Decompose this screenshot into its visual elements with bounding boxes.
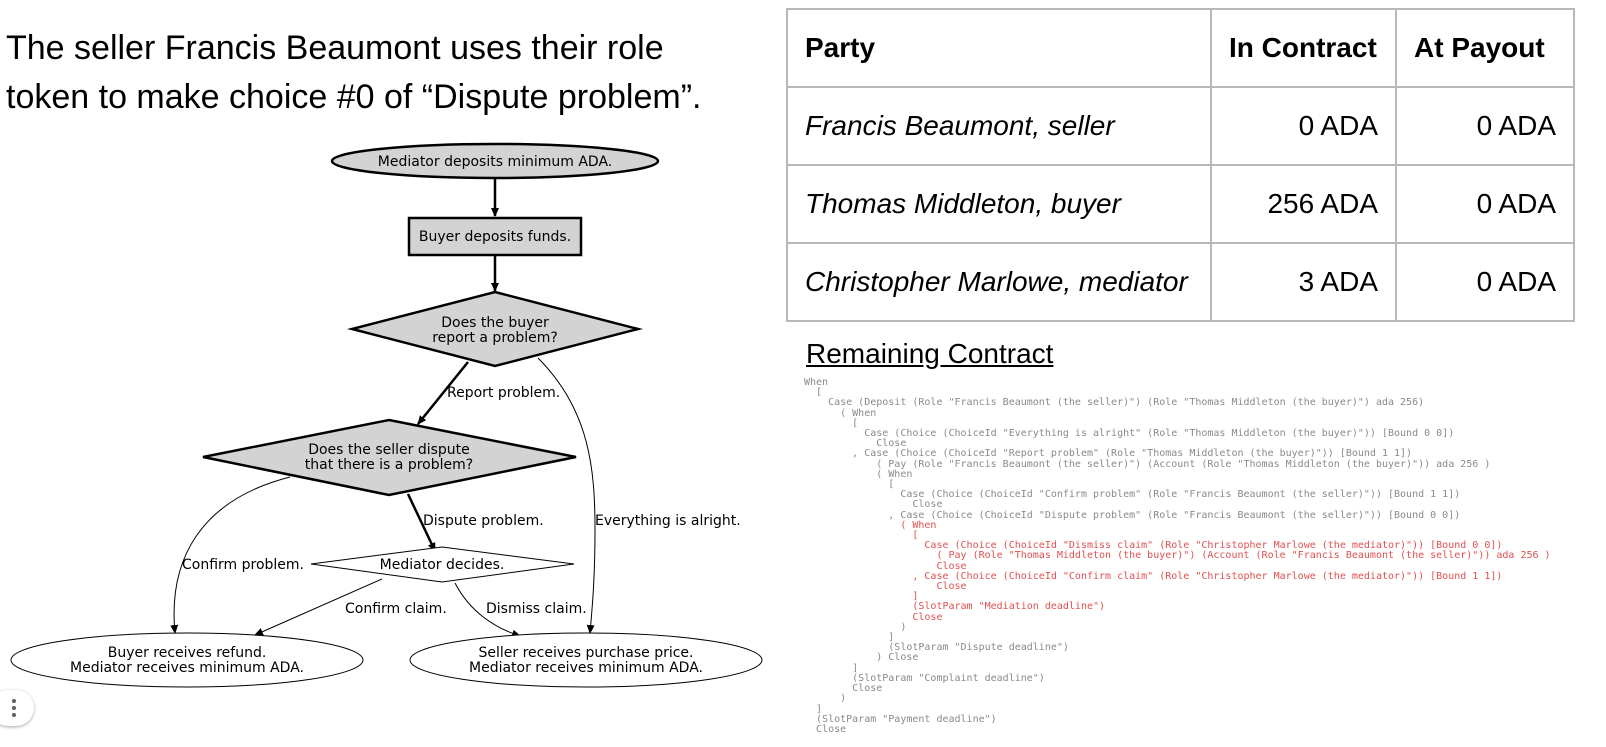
code-line-highlight: , Case (Choice (ChoiceId "Confirm claim"… bbox=[804, 570, 1503, 582]
cell-in-contract: 0 ADA bbox=[1210, 86, 1397, 166]
edge-report-problem bbox=[417, 361, 469, 425]
code-line: When bbox=[804, 377, 829, 388]
vertical-dots-icon[interactable] bbox=[0, 690, 34, 726]
node-start bbox=[330, 142, 660, 180]
code-line: Close bbox=[804, 683, 883, 695]
code-line: ( Pay (Role "Francis Beaumont (the selle… bbox=[804, 458, 1491, 470]
header-at-payout: At Payout bbox=[1395, 8, 1575, 88]
edge-everything-alright bbox=[537, 357, 596, 634]
node-buyer-deposit bbox=[407, 216, 583, 257]
party-balances-table: Party In Contract At Payout Francis Beau… bbox=[786, 8, 1575, 322]
edge-label-confirm-claim: Confirm claim. bbox=[345, 601, 447, 617]
code-line: (SlotParam "Dispute deadline") bbox=[804, 642, 1069, 654]
code-line-highlight: Close bbox=[804, 581, 967, 593]
remaining-contract-title: Remaining Contract bbox=[806, 338, 1054, 369]
cell-party: Thomas Middleton, buyer bbox=[786, 164, 1212, 244]
code-line: , Case (Choice (ChoiceId "Dispute proble… bbox=[804, 509, 1461, 521]
table-row: Francis Beaumont, seller 0 ADA 0 ADA bbox=[786, 86, 1575, 166]
cell-in-contract: 256 ADA bbox=[1210, 164, 1397, 244]
code-line-highlight: [ bbox=[804, 530, 919, 542]
code-line: Close bbox=[804, 723, 847, 735]
table-row: Thomas Middleton, buyer 256 ADA 0 ADA bbox=[786, 164, 1575, 244]
header-in-contract: In Contract bbox=[1210, 8, 1397, 88]
code-line: ] bbox=[804, 632, 895, 644]
code-line: ( When bbox=[804, 407, 877, 419]
node-dispute-question-line2: that there is a problem? bbox=[305, 457, 473, 473]
code-line: ) Close bbox=[804, 652, 919, 664]
edge-label-everything-alright: Everything is alright. bbox=[595, 513, 741, 529]
node-seller-price bbox=[409, 632, 763, 688]
node-buyer-refund-line2: Mediator receives minimum ADA. bbox=[70, 660, 304, 676]
code-line: (SlotParam "Complaint deadline") bbox=[804, 672, 1045, 684]
code-line: , Case (Choice (ChoiceId "Report problem… bbox=[804, 448, 1413, 460]
code-line-highlight: Case (Choice (ChoiceId "Dismiss claim" (… bbox=[804, 540, 1503, 552]
code-line: [ bbox=[804, 417, 859, 429]
table-header-row: Party In Contract At Payout bbox=[786, 8, 1575, 88]
cell-at-payout: 0 ADA bbox=[1395, 242, 1575, 322]
node-mediator-decides bbox=[310, 546, 575, 583]
cell-party: Francis Beaumont, seller bbox=[786, 86, 1212, 166]
remaining-contract-code: When [ Case (Deposit (Role "Francis Beau… bbox=[804, 377, 1551, 735]
code-line: Case (Choice (ChoiceId "Confirm problem"… bbox=[804, 489, 1461, 501]
code-line: ) bbox=[804, 621, 907, 633]
code-line: Close bbox=[804, 499, 943, 511]
code-line: Case (Deposit (Role "Francis Beaumont (t… bbox=[804, 397, 1425, 409]
edge-confirm-problem bbox=[170, 476, 291, 634]
code-line-highlight: Close bbox=[804, 560, 967, 572]
edge-label-dismiss-claim: Dismiss claim. bbox=[486, 601, 587, 617]
code-line: Case (Choice (ChoiceId "Everything is al… bbox=[804, 428, 1455, 440]
node-report-question-line1: Does the buyer bbox=[441, 315, 549, 331]
cell-at-payout: 0 ADA bbox=[1395, 164, 1575, 244]
edge-label-report-problem: Report problem. bbox=[447, 385, 560, 401]
edge-dispute-problem bbox=[406, 493, 437, 552]
cell-at-payout: 0 ADA bbox=[1395, 86, 1575, 166]
code-line-highlight: (SlotParam "Mediation deadline") bbox=[804, 601, 1106, 613]
cell-party: Christopher Marlowe, mediator bbox=[786, 242, 1212, 322]
edge-dismiss-claim bbox=[454, 582, 521, 638]
code-line: Close bbox=[804, 438, 907, 450]
code-line: ( When bbox=[804, 468, 913, 480]
code-line: ) bbox=[804, 693, 847, 705]
header-party: Party bbox=[786, 8, 1212, 88]
node-start-label: Mediator deposits minimum ADA. bbox=[378, 154, 612, 170]
code-line-highlight: ( When bbox=[804, 519, 937, 531]
node-seller-price-line1: Seller receives purchase price. bbox=[478, 645, 693, 661]
node-mediator-decides-label: Mediator decides. bbox=[380, 557, 505, 573]
code-line: ] bbox=[804, 662, 859, 674]
code-line: ] bbox=[804, 703, 823, 715]
code-line: [ bbox=[804, 387, 823, 399]
code-line-highlight: ( Pay (Role "Thomas Middleton (the buyer… bbox=[804, 550, 1551, 562]
code-line-highlight: Close bbox=[804, 611, 943, 623]
node-seller-price-line2: Mediator receives minimum ADA. bbox=[469, 660, 703, 676]
edge-label-dispute-problem: Dispute problem. bbox=[423, 513, 544, 529]
code-line: [ bbox=[804, 479, 895, 491]
cell-in-contract: 3 ADA bbox=[1210, 242, 1397, 322]
node-buyer-refund-line1: Buyer receives refund. bbox=[108, 645, 267, 661]
code-line-highlight: ] bbox=[804, 591, 919, 603]
edge-confirm-claim bbox=[254, 578, 383, 636]
node-dispute-question bbox=[202, 418, 577, 497]
escrow-flowchart: Mediator deposits minimum ADA. Buyer dep… bbox=[10, 142, 763, 688]
node-dispute-question-line1: Does the seller dispute bbox=[308, 442, 470, 458]
edge-label-confirm-problem: Confirm problem. bbox=[182, 557, 304, 573]
slide-headline: The seller Francis Beaumont uses their r… bbox=[6, 29, 702, 116]
node-buyer-refund bbox=[10, 632, 364, 688]
node-buyer-deposit-label: Buyer deposits funds. bbox=[419, 229, 571, 245]
code-line: (SlotParam "Payment deadline") bbox=[804, 713, 997, 725]
node-report-question-line2: report a problem? bbox=[432, 330, 558, 346]
node-report-question bbox=[347, 290, 643, 368]
table-row: Christopher Marlowe, mediator 3 ADA 0 AD… bbox=[786, 242, 1575, 322]
